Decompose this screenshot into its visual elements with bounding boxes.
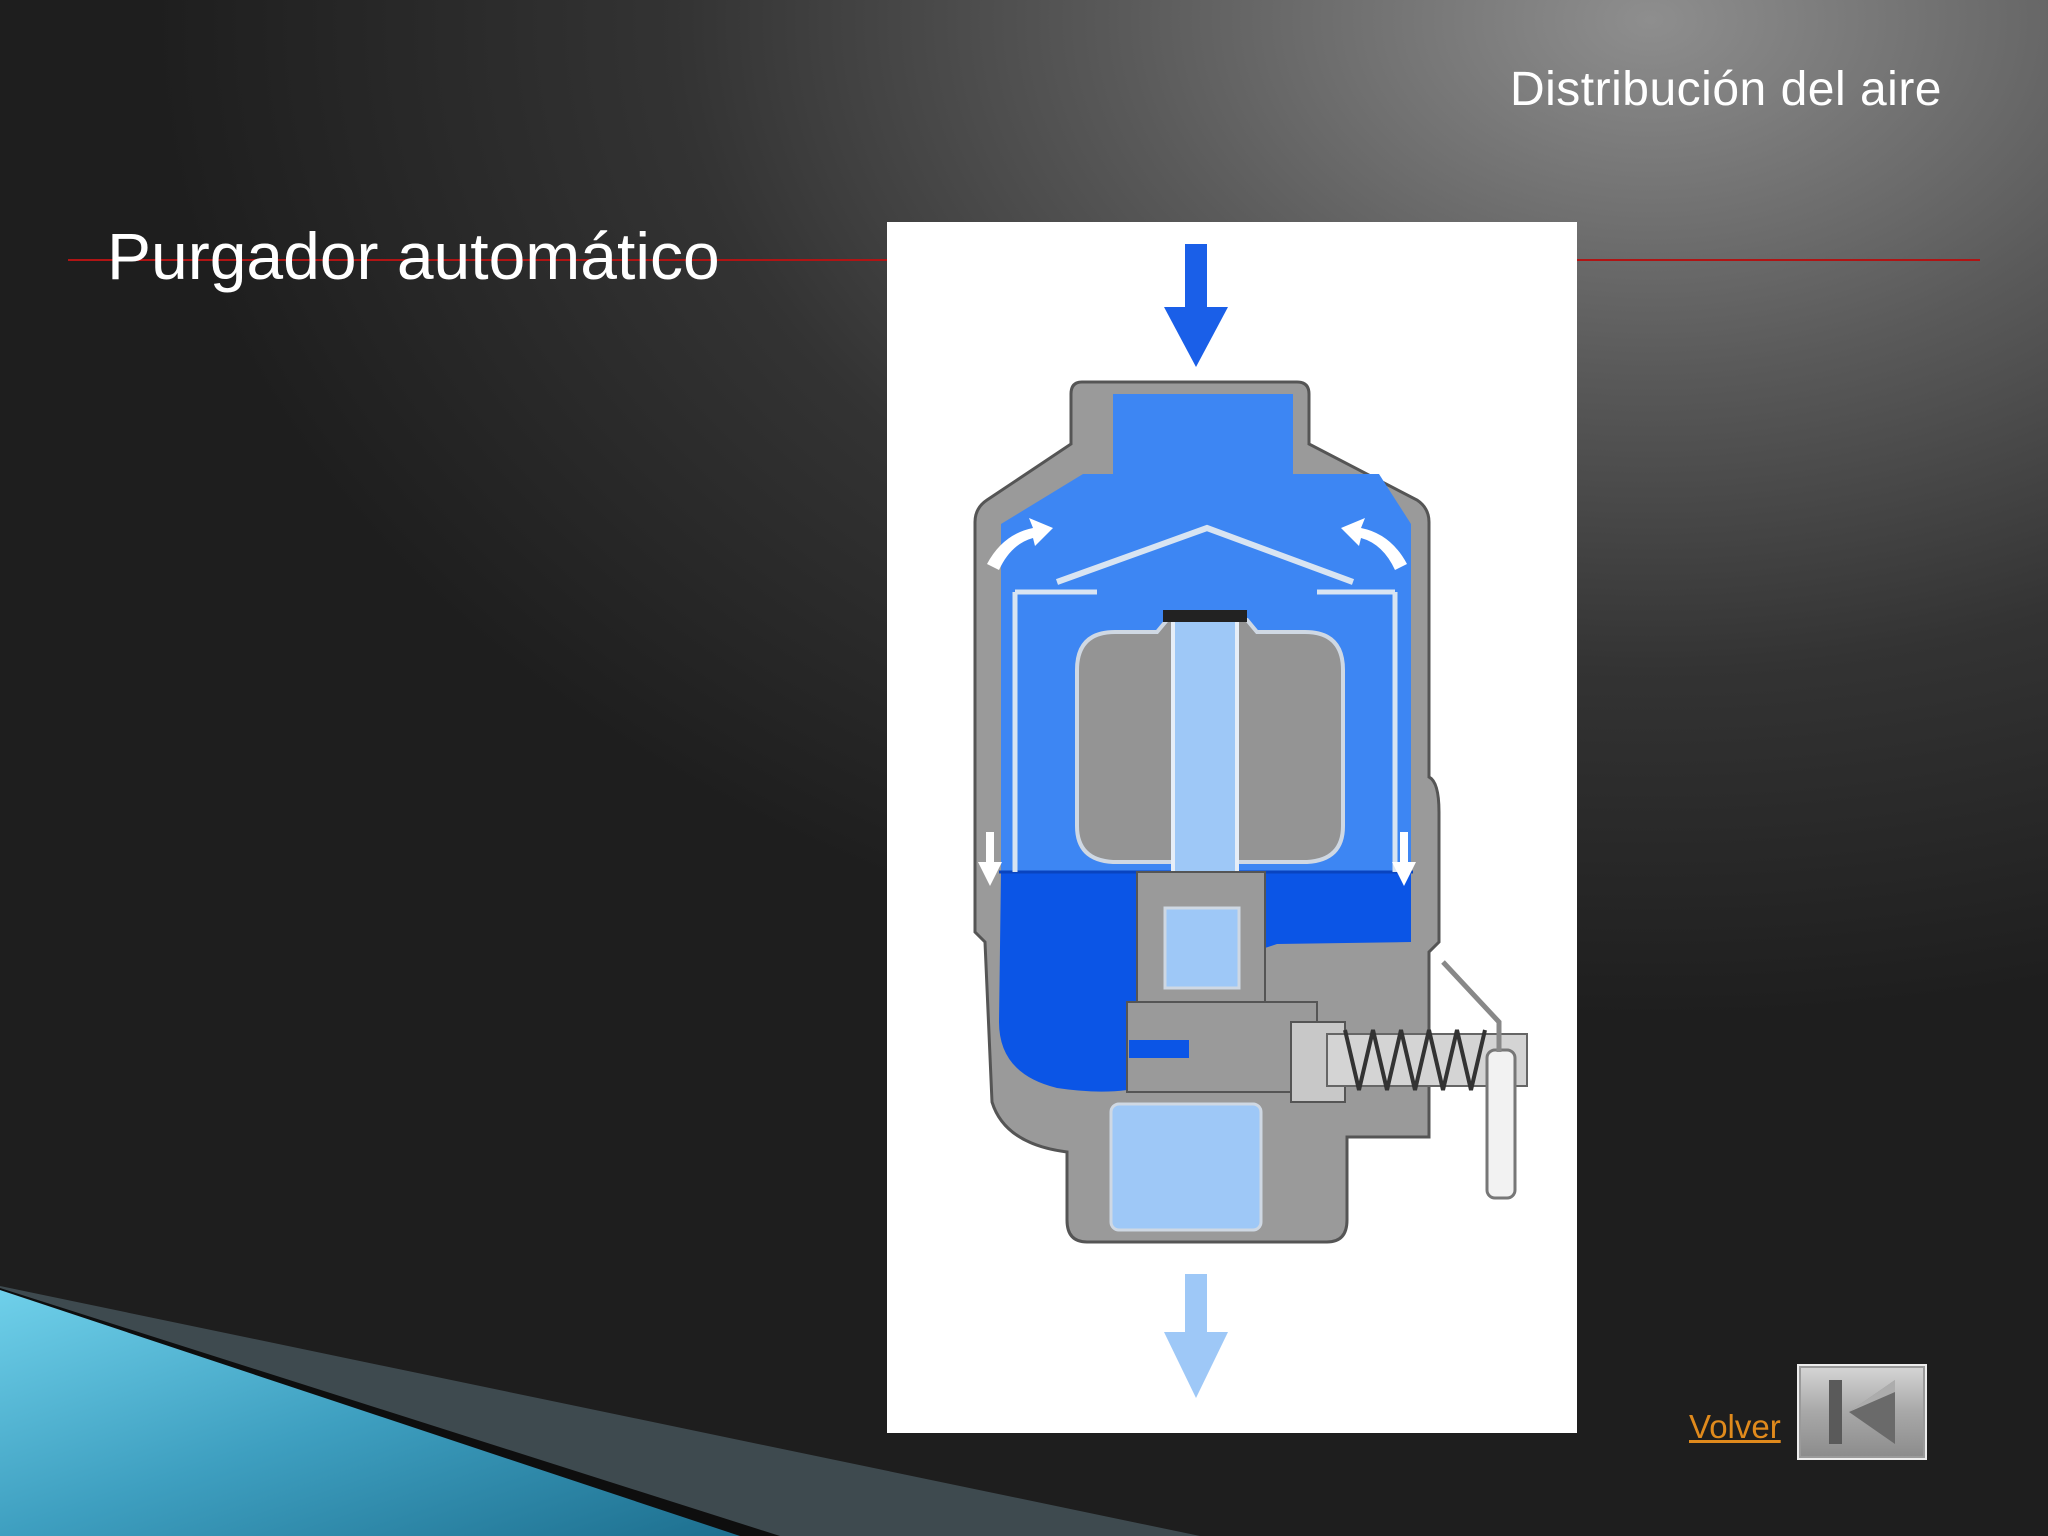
corner-decoration — [0, 1286, 1200, 1536]
title-underline-right — [1577, 259, 1980, 261]
back-link[interactable]: Volver — [1689, 1408, 1781, 1445]
slide-title: Purgador automático — [107, 219, 720, 293]
outlet-arrow-icon — [1164, 1274, 1228, 1398]
first-slide-icon — [1829, 1380, 1895, 1444]
drain-housing — [973, 380, 1528, 1244]
title-underline-left — [68, 259, 888, 261]
flow-arrows — [978, 518, 1416, 886]
section-title: Distribución del aire — [1509, 63, 1942, 116]
first-slide-button[interactable] — [1797, 1364, 1927, 1460]
drain-diagram — [887, 222, 1577, 1433]
inlet-arrow-icon — [1164, 244, 1228, 367]
